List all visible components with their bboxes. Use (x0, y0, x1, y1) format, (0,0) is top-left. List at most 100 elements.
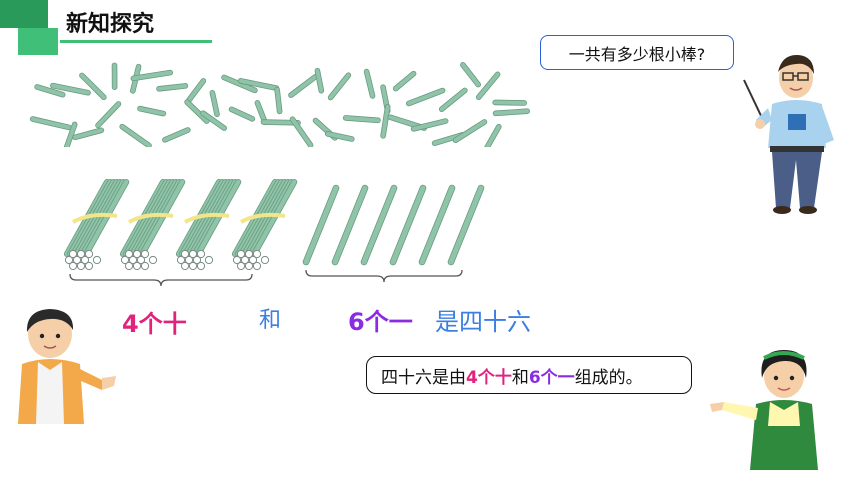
bundle-stick-end (180, 261, 190, 271)
scattered-stick (64, 122, 77, 147)
bundle-stick-end (124, 249, 134, 259)
single-stick (361, 185, 397, 265)
scattered-stick (50, 83, 91, 95)
scattered-stick (137, 106, 166, 116)
scattered-stick (79, 73, 106, 100)
bundle-stick-end (236, 249, 246, 259)
bundle-stick-end (188, 261, 198, 271)
bundle-stick-end (180, 249, 190, 259)
scattered-stick (162, 127, 190, 142)
bundle-stick-end (128, 255, 138, 265)
scattered-stick (343, 115, 380, 123)
bundle-stick (83, 179, 129, 257)
scattered-stick (328, 73, 351, 100)
scattered-stick (290, 117, 313, 147)
bundle-stick-end (248, 255, 258, 265)
bundle-stick (251, 179, 297, 257)
bundle-stick-end (232, 255, 242, 265)
bundle-stick (195, 179, 241, 257)
page-title: 新知探究 (66, 12, 155, 37)
bundle-stick-end (76, 261, 86, 271)
bundle-stick-end (120, 255, 130, 265)
bundle-stick-end (236, 261, 246, 271)
bundle-tie (128, 212, 174, 224)
scattered-stick (288, 74, 318, 98)
scattered-stick (275, 87, 282, 114)
bundle-stick-end (132, 261, 142, 271)
single-stick (303, 185, 339, 265)
scattered-stick (453, 119, 487, 143)
scattered-stick (96, 101, 121, 128)
bundle-stick-end (72, 255, 82, 265)
bundle-stick (139, 179, 185, 257)
label-result: 是四十六 (435, 308, 531, 336)
header-accent-dark (0, 0, 48, 28)
scattered-stick (35, 84, 65, 97)
bundle-tie (240, 212, 286, 224)
scattered-stick (120, 124, 151, 147)
bundle-stick-end (132, 249, 142, 259)
single-stick (419, 185, 455, 265)
bundle-stick-end (184, 255, 194, 265)
scattered-stick (157, 83, 188, 91)
bundle-stick-end (240, 255, 250, 265)
scattered-sticks (29, 62, 531, 147)
bundle-stick-end (64, 255, 74, 265)
scattered-stick (185, 100, 209, 124)
scattered-stick (460, 62, 481, 87)
scattered-stick (381, 104, 390, 138)
scattered-stick (210, 90, 220, 117)
scattered-stick (439, 88, 467, 112)
scattered-stick (393, 71, 416, 91)
stick-bundles (63, 178, 298, 271)
bundle-stick-end (196, 249, 206, 259)
brace-tens (69, 273, 253, 287)
bundle-stick-end (192, 255, 202, 265)
scattered-stick (222, 75, 257, 93)
scattered-stick (238, 78, 279, 91)
scattered-stick (476, 72, 500, 100)
scattered-stick (364, 69, 375, 98)
scattered-stick (255, 100, 268, 125)
bundle-stick-end (176, 255, 186, 265)
label-six-ones: 6个一 (348, 308, 413, 336)
bundle-stick-end (252, 249, 262, 259)
bundle-stick-end (140, 261, 150, 271)
scattered-stick (325, 131, 354, 142)
bundle-stick-end (188, 249, 198, 259)
girl-text-part1: 四十六是由 (381, 367, 466, 388)
bundle-stick-end (68, 249, 78, 259)
label-and: 和 (259, 308, 282, 333)
bundle-stick-end (244, 249, 254, 259)
teacher-question-text: 一共有多少根小棒? (568, 44, 706, 64)
bundle-stick-end (204, 255, 214, 265)
bundle-stick-end (252, 261, 262, 271)
single-stick (390, 185, 426, 265)
scattered-stick (201, 111, 227, 131)
bundle-tie (72, 212, 118, 224)
scattered-stick (485, 124, 501, 147)
bundle-stick-end (196, 261, 206, 271)
bundle-stick-end (148, 255, 158, 265)
scattered-stick (493, 109, 530, 116)
bundle-stick-end (136, 255, 146, 265)
boy-figure (18, 309, 116, 424)
bundle-stick-end (92, 255, 102, 265)
scattered-stick (315, 68, 324, 93)
bundle-stick-end (260, 255, 270, 265)
scattered-stick (493, 100, 527, 105)
label-four-tens: 4个十 (122, 310, 187, 338)
bundle-stick-end (124, 261, 134, 271)
single-stick (448, 185, 484, 265)
single-sticks (302, 184, 485, 266)
bundle-stick-end (244, 261, 254, 271)
scattered-stick (30, 117, 72, 130)
scattered-stick (406, 88, 445, 106)
bundle-stick-end (68, 261, 78, 271)
teacher-figure (743, 54, 834, 214)
title-underline (60, 40, 212, 43)
bundle-stick-end (76, 249, 86, 259)
scattered-stick (131, 70, 173, 81)
scattered-stick (411, 119, 448, 131)
